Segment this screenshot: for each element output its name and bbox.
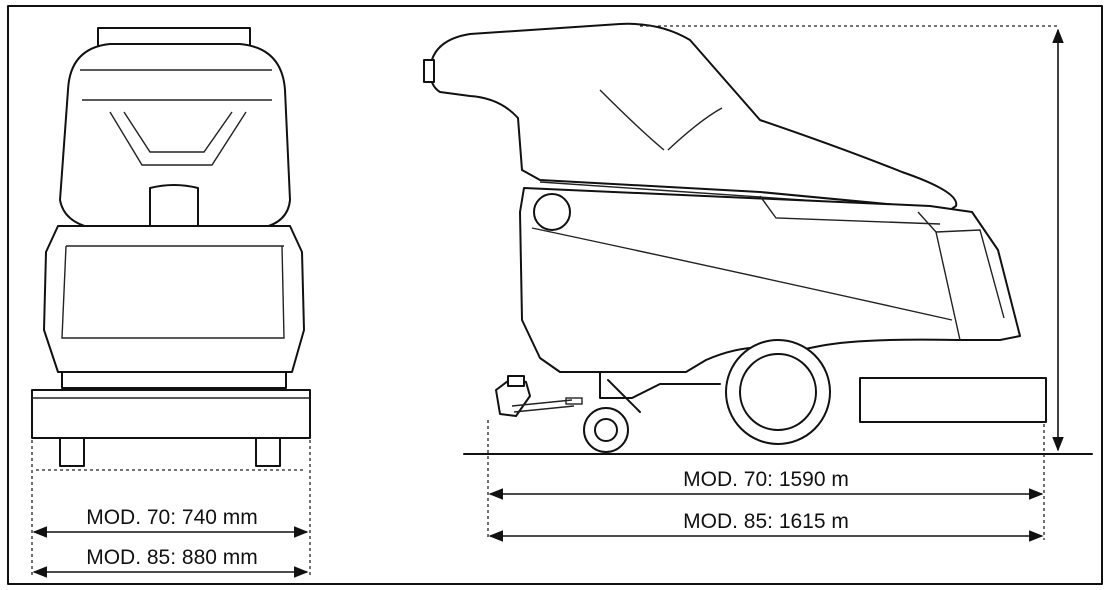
side-dim-label-mod85: MOD. 85: 1615 m bbox=[683, 510, 849, 533]
side-dimensions: MOD. 70: 1590 m MOD. 85: 1615 m bbox=[487, 25, 1064, 542]
brush-deck bbox=[859, 377, 1047, 423]
front-view-machine bbox=[31, 27, 311, 467]
front-dim-label-mod70: MOD. 70: 740 mm bbox=[86, 506, 258, 529]
outer-frame bbox=[7, 5, 1103, 585]
front-dim-label-mod85: MOD. 85: 880 mm bbox=[86, 546, 258, 569]
side-view-machine bbox=[423, 22, 1047, 453]
front-caster bbox=[583, 407, 629, 453]
side-dim-label-mod70: MOD. 70: 1590 m bbox=[683, 468, 849, 491]
rear-wheel bbox=[725, 339, 831, 445]
front-dimensions: MOD. 70: 740 mm MOD. 85: 880 mm bbox=[31, 440, 311, 578]
